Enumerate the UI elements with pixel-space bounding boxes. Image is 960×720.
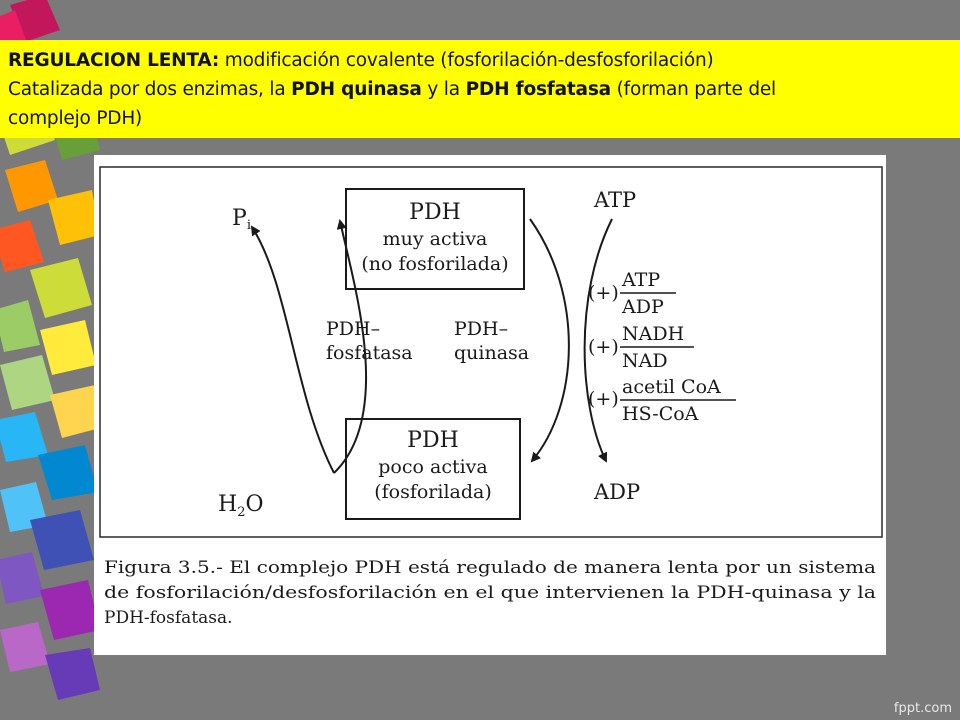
pdh-active-title: PDH <box>409 200 461 225</box>
banner-line-2-a: Catalizada por dos enzimas, la <box>8 79 292 100</box>
atp-to-adp-arrow <box>583 218 613 463</box>
h2o-h: H <box>218 492 237 517</box>
activator-2-numerator: NADH <box>622 323 684 345</box>
phosphatase-label-line2: fosfatasa <box>326 342 413 364</box>
activator-2-sign: (+) <box>588 336 619 358</box>
phosphorylation-arrow-right <box>529 218 570 463</box>
banner-line-3: complejo PDH) <box>8 108 143 129</box>
kinase-label-line2: quinasa <box>454 342 529 364</box>
activator-1-denominator: ADP <box>621 296 664 318</box>
h2o-subscript: 2 <box>237 505 245 520</box>
pdh-regulation-figure: PDH muy activa (no fosforilada) PDH poco… <box>94 155 886 655</box>
dephosphorylation-arrow-left <box>333 219 368 474</box>
pdh-inactive-state: poco activa <box>378 456 487 478</box>
pdh-inactive-box <box>345 418 521 520</box>
activator-1-sign: (+) <box>588 282 619 304</box>
pi-release-arrow <box>250 225 335 474</box>
activator-1-numerator: ATP <box>621 269 660 291</box>
banner-line-1: REGULACION LENTA: modificación covalente… <box>8 46 952 75</box>
phosphatase-label-line1: PDH– <box>326 318 380 340</box>
atp-label: ATP <box>593 188 636 212</box>
pdh-active-box <box>345 188 525 290</box>
adp-label: ADP <box>593 480 640 504</box>
caption-line-3: PDH-fosfatasa. <box>104 608 233 628</box>
banner-heading: REGULACION LENTA: <box>8 50 220 71</box>
h2o-o: O <box>245 492 263 517</box>
figure-frame <box>99 166 883 538</box>
caption-line-1: Figura 3.5.- El complejo PDH está regula… <box>104 558 876 578</box>
pdh-inactive-title: PDH <box>407 428 459 453</box>
activator-2-denominator: NAD <box>622 350 668 372</box>
banner-line-1-text: modificación covalente (fosforilación-de… <box>219 50 714 71</box>
banner-line-2-b: y la <box>421 79 466 100</box>
banner-pdh-fosfatasa: PDH fosfatasa <box>465 79 612 100</box>
pi-symbol: P <box>232 206 247 231</box>
title-banner: REGULACION LENTA: modificación covalente… <box>0 40 960 138</box>
banner-line-2-c: (forman parte del <box>610 79 777 100</box>
banner-line-2: Catalizada por dos enzimas, la PDH quina… <box>8 75 952 104</box>
pdh-inactive-note: (fosforilada) <box>374 481 492 503</box>
footer-brand: fppt.com <box>893 701 952 716</box>
activator-3-denominator: HS-CoA <box>622 403 699 425</box>
pi-label: Pi <box>232 206 251 233</box>
h2o-label: H2O <box>218 492 264 520</box>
caption-line-2: de fosforilación/desfosforilación en el … <box>104 583 876 603</box>
pdh-active-note: (no fosforilada) <box>361 253 508 275</box>
kinase-label-line1: PDH– <box>454 318 508 340</box>
pi-subscript: i <box>247 218 251 233</box>
activator-3-numerator: acetil CoA <box>622 376 721 398</box>
activator-3-sign: (+) <box>588 388 619 410</box>
pdh-active-state: muy activa <box>383 228 488 250</box>
pdh-regulation-diagram: PDH muy activa (no fosforilada) PDH poco… <box>99 166 883 628</box>
banner-pdh-quinasa: PDH quinasa <box>291 79 422 100</box>
